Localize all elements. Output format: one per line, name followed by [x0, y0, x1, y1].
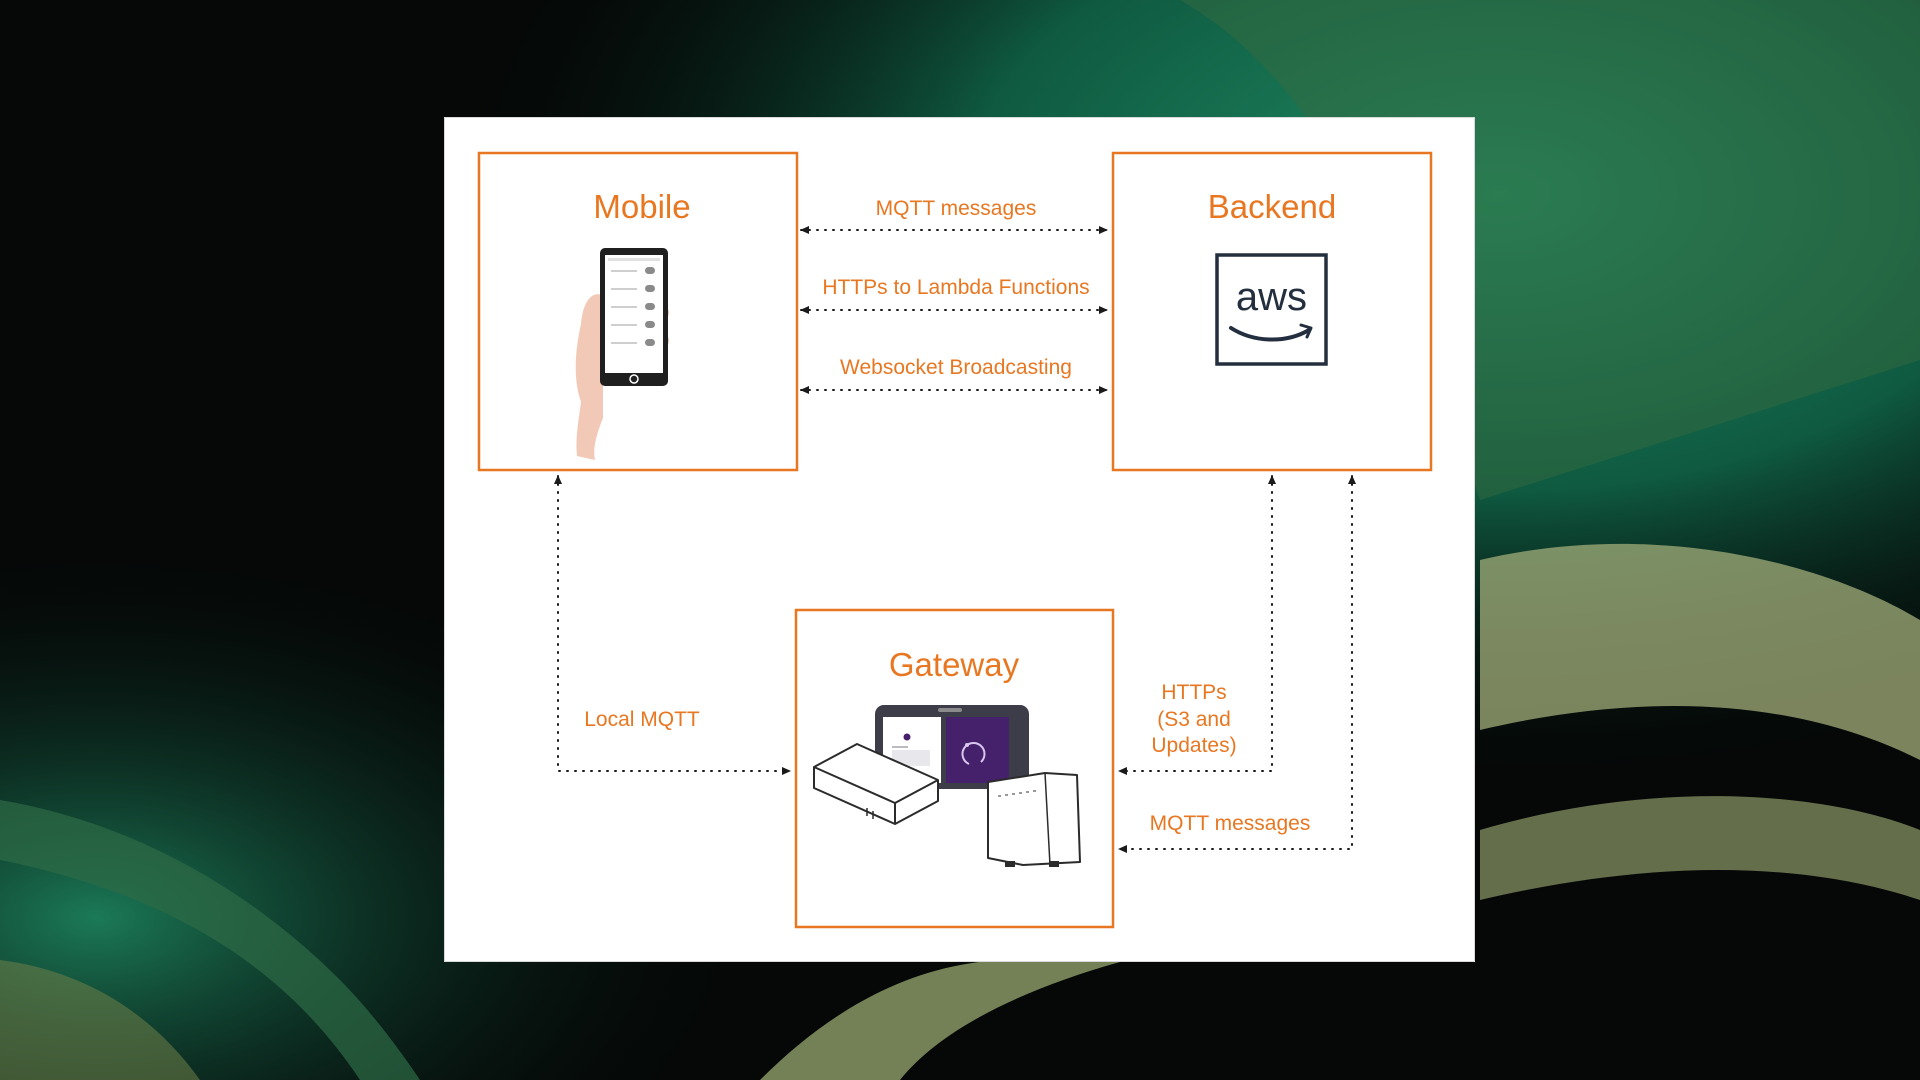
gateway-node	[794, 608, 1115, 929]
websocket-label: Websocket Broadcasting	[840, 356, 1072, 379]
backend-title: Backend	[1208, 188, 1336, 225]
https-s3-label-line-1: HTTPs	[1161, 681, 1226, 704]
architecture-diagram-card: Mobile Backend Gateway aws	[444, 117, 1475, 962]
https-lambda-label: HTTPs to Lambda Functions	[822, 276, 1089, 299]
mobile-title: Mobile	[593, 188, 690, 225]
mqtt-messages-top-label: MQTT messages	[876, 197, 1037, 220]
local-mqtt-label: Local MQTT	[584, 708, 700, 731]
backend-node	[1111, 151, 1433, 472]
mqtt-messages-bottom-label: MQTT messages	[1150, 812, 1311, 835]
https-s3-label-line-3: Updates)	[1151, 734, 1236, 757]
local-mqtt-connector	[554, 475, 791, 775]
gateway-title: Gateway	[889, 646, 1020, 683]
aws-logo-icon: aws	[1215, 253, 1328, 366]
architecture-diagram: Mobile Backend Gateway aws	[477, 151, 1433, 929]
https-s3-label-line-2: (S3 and	[1157, 708, 1231, 731]
mobile-node	[477, 151, 799, 472]
smartphone-in-hand-icon	[575, 248, 670, 460]
aws-logo-text: aws	[1236, 275, 1307, 319]
gateway-devices-icon	[813, 705, 1081, 867]
mqtt-messages-bottom-connector	[1118, 475, 1356, 853]
